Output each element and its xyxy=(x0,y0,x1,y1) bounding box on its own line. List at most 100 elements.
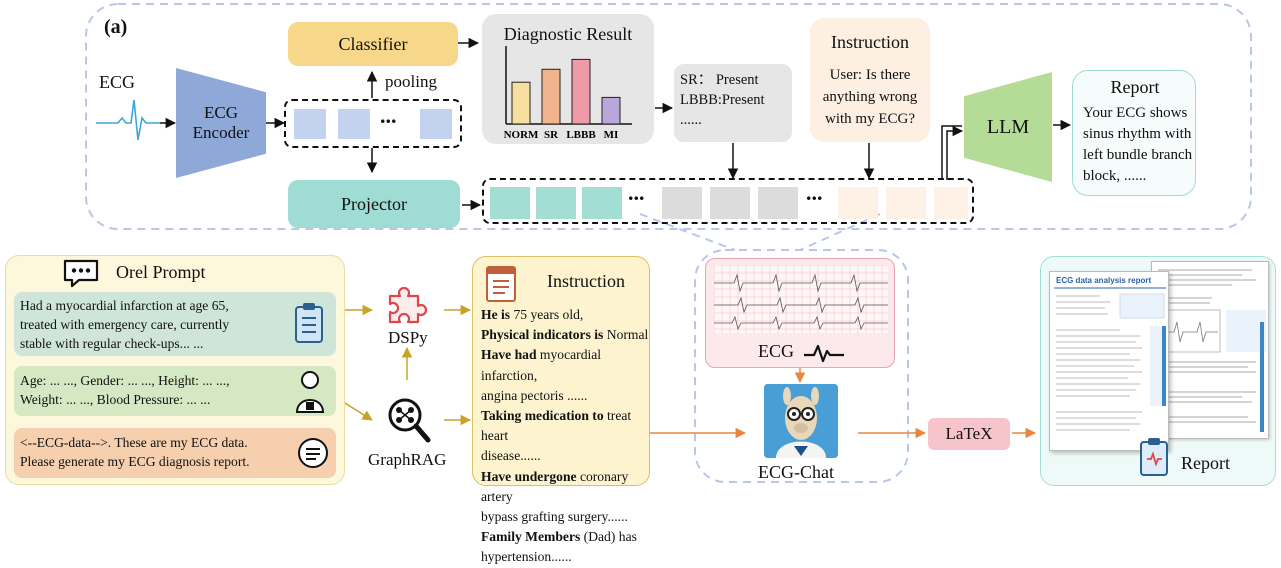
projector-label: Projector xyxy=(341,193,407,214)
instruction-b-line: He is 75 years old, xyxy=(481,305,649,325)
connectors-layer xyxy=(85,3,1252,483)
instruction-b-keyword: Have undergone xyxy=(481,468,577,484)
llama-doctor-icon xyxy=(764,384,838,458)
prompt-line: <--ECG-data-->. These are my ECG data. xyxy=(20,435,248,450)
token-ellipsis: ... xyxy=(806,180,823,205)
instruction-a-line: anything wrong xyxy=(822,89,918,105)
sr-line: SR： Present xyxy=(680,72,759,88)
ecg-chat-label: ECG-Chat xyxy=(758,462,834,482)
feature-cell xyxy=(420,109,452,139)
sr-line: LBBB:Present xyxy=(680,92,765,108)
diagnostic-bar-mi xyxy=(601,96,621,125)
llm-label: LLM xyxy=(986,115,1030,138)
dspy-label: DSPy xyxy=(388,328,428,347)
prompt-line: Had a myocardial infarction at age 65, xyxy=(20,298,229,313)
prompt-card-history: Had a myocardial infarction at age 65, t… xyxy=(14,292,336,356)
instruction-b-detail: (Dad) has xyxy=(580,529,637,545)
instruction-b-line: Physical indicators is Normal xyxy=(481,325,649,345)
report-clipboard-icon xyxy=(1140,438,1168,476)
instruction-a-line: with my ECG? xyxy=(825,111,915,127)
token-ecg xyxy=(490,187,530,219)
sr-result-box: SR： Present LBBB:Present ...... xyxy=(674,64,792,142)
encoder-label-line2: Encoder xyxy=(192,123,250,142)
instruction-b-keyword: Taking medication to xyxy=(481,408,604,424)
feature-cell xyxy=(338,109,370,139)
diagnostic-bar-sr xyxy=(541,68,561,125)
feature-ellipsis: ... xyxy=(380,103,397,128)
token-ecg xyxy=(536,187,576,219)
ecg-waveform xyxy=(96,99,160,141)
feature-vector: ... xyxy=(284,99,462,148)
report-a-line: left bundle branch xyxy=(1083,147,1193,163)
diagnostic-tick-label: NORM xyxy=(504,129,539,141)
chat-bubble-icon xyxy=(63,259,99,288)
ecg-box: ECG xyxy=(705,258,895,368)
instruction-b-keyword: Family Members xyxy=(481,529,581,545)
instruction-b-line: angina pectoris ...... xyxy=(481,386,649,406)
instruction-b-detail: disease...... xyxy=(481,448,541,464)
instruction-b-line: disease...... xyxy=(481,446,649,466)
instruction-a-line: User: Is there xyxy=(829,67,911,83)
graphrag-label: GraphRAG xyxy=(368,450,447,469)
report-b-label: Report xyxy=(1181,453,1230,473)
latex-label: LaTeX xyxy=(945,424,993,443)
message-icon xyxy=(298,438,328,468)
instruction-b-detail: bypass grafting surgery...... xyxy=(481,509,628,525)
token-instruction xyxy=(934,187,968,219)
instruction-b-line: Family Members (Dad) has xyxy=(481,527,649,547)
heartbeat-icon xyxy=(804,344,844,363)
report-panel-b: ECG data analysis report Report xyxy=(1040,256,1276,486)
token-instruction xyxy=(838,187,878,219)
classifier-box: Classifier xyxy=(288,22,458,66)
notes-icon xyxy=(486,266,516,302)
zoom-connector xyxy=(639,213,881,251)
token-ellipsis: ... xyxy=(628,180,645,205)
instruction-b-line: Have had myocardial infarction, xyxy=(481,345,649,385)
pooling-label: pooling xyxy=(385,72,437,91)
instruction-b-detail: angina pectoris ...... xyxy=(481,387,588,403)
prompt-line: Age: ... ..., Gender: ... ..., Height: .… xyxy=(20,373,230,388)
instruction-b-detail: treat heart xyxy=(481,408,632,444)
graph-search-icon xyxy=(388,398,431,443)
report-box-a: Report Your ECG shows sinus rhythm with … xyxy=(1072,70,1196,196)
instruction-b-keyword: Have had xyxy=(481,347,537,363)
report-a-line: sinus rhythm with xyxy=(1083,126,1192,142)
panel-label: (a) xyxy=(104,16,128,38)
sr-line: ...... xyxy=(680,112,702,128)
feature-cell xyxy=(294,109,326,139)
prompt-line: Weight: ... ..., Blood Pressure: ... ... xyxy=(20,392,211,407)
prompt-card-vitals: Age: ... ..., Gender: ... ..., Height: .… xyxy=(14,366,336,416)
report-page-front: ECG data analysis report xyxy=(1049,271,1169,451)
instruction-a-title: Instruction xyxy=(831,32,909,52)
instruction-box-b: Instruction He is 75 years old,Physical … xyxy=(472,256,650,564)
diagnostic-bar-lbbb xyxy=(571,58,591,125)
report-a-title: Report xyxy=(1110,77,1160,97)
report-a-line: block, ...... xyxy=(1083,168,1147,184)
classifier-label: Classifier xyxy=(338,33,408,54)
instruction-b-line: bypass grafting surgery...... xyxy=(481,507,649,527)
diagnostic-tick-label: LBBB xyxy=(566,129,596,141)
ecg-strip-image xyxy=(714,265,888,333)
token-ecg xyxy=(582,187,622,219)
instruction-b-keyword: Physical indicators is xyxy=(481,327,604,343)
ecg-chat-frame xyxy=(694,249,909,483)
prompt-line: Please generate my ECG diagnosis report. xyxy=(20,454,250,469)
token-result xyxy=(662,187,702,219)
instruction-b-line: Have undergone coronary artery xyxy=(481,467,649,507)
orel-prompt-title: Orel Prompt xyxy=(116,262,206,282)
instruction-b-detail: myocardial infarction, xyxy=(481,347,602,383)
ecg-box-label: ECG xyxy=(758,341,794,361)
prompt-line: treated with emergency care, currently xyxy=(20,317,230,332)
prompt-card-ecg-data: <--ECG-data-->. These are my ECG data. P… xyxy=(14,428,336,478)
puzzle-icon xyxy=(388,286,428,324)
instruction-b-detail: 75 years old, xyxy=(510,307,584,322)
prompt-line: stable with regular check-ups... ... xyxy=(20,336,204,351)
instruction-b-text: He is 75 years old,Physical indicators i… xyxy=(481,305,649,568)
instruction-b-detail: hypertension...... xyxy=(481,549,572,565)
token-result xyxy=(758,187,798,219)
diagnostic-bar-norm xyxy=(511,81,531,125)
token-sequence: ... ... xyxy=(482,178,974,224)
orel-prompt-panel: Orel Prompt Had a myocardial infarction … xyxy=(5,255,345,485)
